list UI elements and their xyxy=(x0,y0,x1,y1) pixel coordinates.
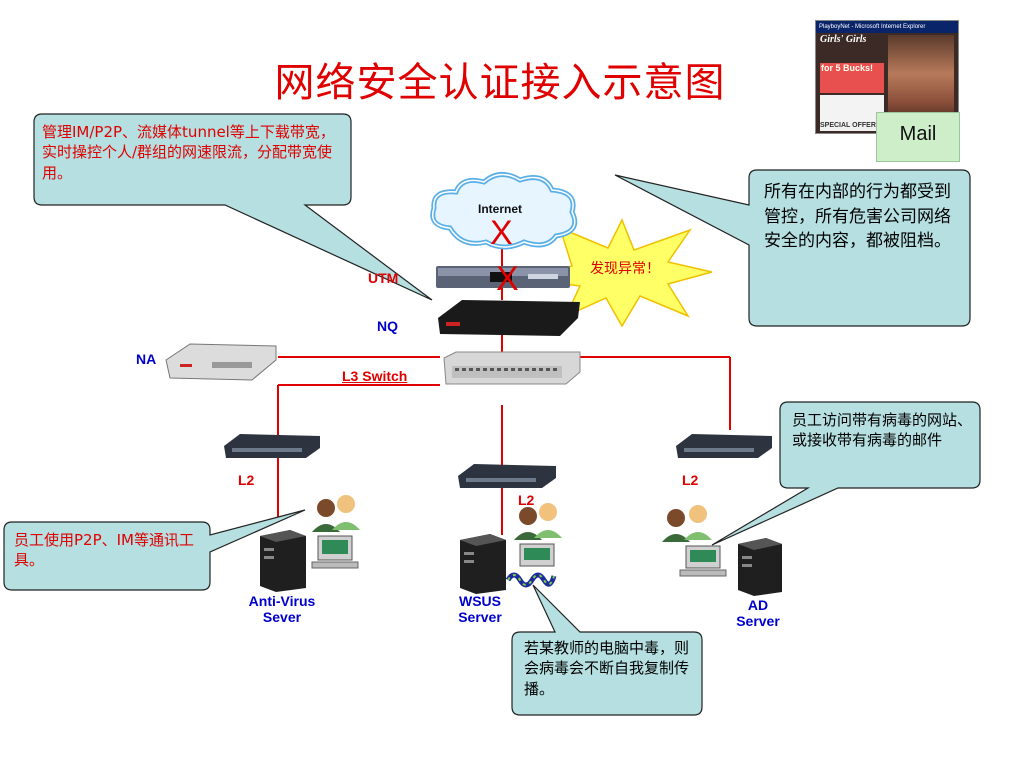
popup-headline: Girls' Girls xyxy=(820,34,867,45)
callout-bubble-mid-left xyxy=(3,509,306,591)
popup-special: SPECIAL OFFER xyxy=(820,121,884,131)
ad-server-tower xyxy=(738,538,782,596)
callout-mid-right-text: 员工访问带有病毒的网站、或接收带有病毒的邮件 xyxy=(792,411,973,450)
virus-worm-icon xyxy=(505,572,557,588)
ad-server-label: AD Server xyxy=(736,597,780,630)
internet-cloud xyxy=(430,172,578,250)
nq-appliance xyxy=(438,300,580,336)
nq-label: NQ xyxy=(377,318,398,334)
l3-switch-device xyxy=(443,351,581,385)
block-mark-internet: X xyxy=(490,214,513,252)
l2-switch-left-device xyxy=(224,434,320,458)
utm-appliance xyxy=(436,266,570,288)
users-workstation-left xyxy=(311,495,360,569)
popup-body xyxy=(820,95,884,125)
users-workstation-right xyxy=(662,505,727,577)
network-links xyxy=(277,240,731,535)
na-appliance xyxy=(165,343,277,381)
antivirus-server-label: Anti-Virus Sever xyxy=(248,593,316,626)
l3-switch-label: L3 Switch xyxy=(342,368,408,384)
mail-envelope-icon: Mail xyxy=(876,112,960,162)
l2-switch-right-device xyxy=(676,434,772,458)
na-label: NA xyxy=(136,351,157,367)
l2-center-label: L2 xyxy=(518,492,535,508)
callout-bubble-top-right xyxy=(614,169,971,327)
mail-label: Mail xyxy=(899,123,937,145)
diagram-title: 网络安全认证接入示意图 xyxy=(274,60,726,106)
alert-text: 发现异常！ xyxy=(590,261,660,277)
block-mark-utm: X xyxy=(496,260,519,298)
antivirus-server-tower xyxy=(260,530,306,592)
popup-offer: for 5 Bucks! xyxy=(820,63,884,93)
callout-bottom-text: 若某教师的电脑中毒，则会病毒会不断自我复制传播。 xyxy=(524,639,690,698)
l2-right-label: L2 xyxy=(682,472,699,488)
callout-bubble-bottom xyxy=(511,584,703,716)
callout-bubble-top-left xyxy=(33,113,433,301)
utm-label: UTM xyxy=(368,270,399,286)
callout-top-right-text: 所有在内部的行为都受到管控，所有危害公司网络安全的内容，都被阻档。 xyxy=(764,182,951,252)
wsus-server-label: WSUS Server xyxy=(458,593,502,626)
internet-label: Internet xyxy=(478,202,523,216)
wsus-server-tower xyxy=(460,534,506,594)
l2-left-label: L2 xyxy=(238,472,255,488)
callout-top-left-text: 管理IM/P2P、流媒体tunnel等上下载带宽，实时操控个人/群组的网速限流，… xyxy=(42,123,335,182)
popup-titlebar: PlayboyNet - Microsoft Internet Explorer xyxy=(816,21,958,33)
callout-mid-left-text: 员工使用P2P、IM等通讯工具。 xyxy=(14,531,195,570)
l2-switch-center-device xyxy=(458,464,556,488)
callout-bubble-mid-right xyxy=(711,401,981,546)
users-workstation-center xyxy=(505,503,562,588)
